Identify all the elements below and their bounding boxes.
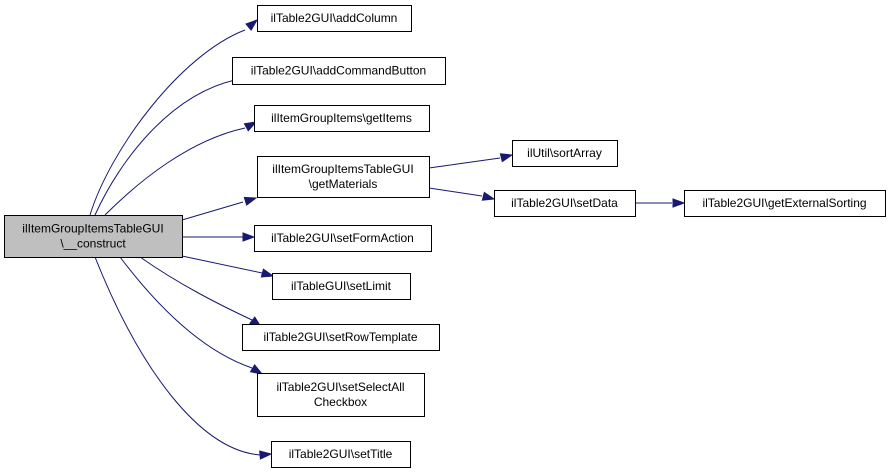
node-box (257, 373, 425, 417)
arrowhead-icon (499, 153, 514, 163)
edge-line (428, 187, 483, 197)
node-box (684, 190, 886, 217)
node-label: ilTable2GUI\setTitle (289, 447, 393, 461)
node-set-form-action[interactable]: ilTable2GUI\setFormAction (254, 225, 432, 252)
edge-line (139, 256, 253, 321)
node-add-command-button[interactable]: ilTable2GUI\addCommandButton (232, 57, 446, 85)
node-get-items[interactable]: ilItemGroupItems\getItems (254, 105, 430, 132)
arrowhead-icon (259, 450, 273, 460)
node-label: ilUtil\sortArray (527, 146, 602, 160)
edge-get-materials-sort-array (428, 153, 514, 169)
node-label: ilItemGroupItems\getItems (271, 111, 412, 125)
edge-set-data-get-external (635, 198, 686, 208)
arrowhead-icon (260, 268, 275, 278)
edge-root-set-form-action (182, 232, 256, 242)
node-label: ilTable2GUI\setFormAction (271, 231, 414, 245)
node-label: ilTable2GUI\addColumn (271, 11, 398, 25)
node-box (4, 215, 183, 258)
node-box (271, 441, 411, 468)
node-add-column[interactable]: ilTable2GUI\addColumn (257, 5, 412, 32)
node-root[interactable]: ilItemGroupItemsTableGUI\__construct (4, 215, 183, 258)
edge-line (181, 201, 244, 221)
node-label: ilTable2GUI\getExternalSorting (702, 196, 866, 210)
arrowhead-icon (243, 196, 258, 206)
edge-get-materials-set-data (428, 187, 496, 201)
node-label: \getMaterials (309, 177, 378, 191)
node-set-data[interactable]: ilTable2GUI\setData (494, 190, 636, 217)
node-label: ilTable2GUI\setSelectAll (276, 380, 404, 394)
nodes-layer: ilItemGroupItemsTableGUI\__constructilTa… (4, 5, 886, 468)
arrowhead-icon (245, 19, 259, 31)
node-label: Checkbox (314, 395, 367, 409)
node-get-external-sorting[interactable]: ilTable2GUI\getExternalSorting (684, 190, 886, 217)
edge-root-set-select-all (119, 256, 264, 375)
arrowhead-icon (249, 364, 264, 375)
edge-root-set-row-template (139, 256, 263, 328)
node-set-limit[interactable]: ilTableGUI\setLimit (272, 273, 411, 300)
edge-root-set-title (94, 256, 273, 460)
arrowhead-icon (672, 198, 686, 208)
edge-line (181, 255, 263, 274)
node-get-materials[interactable]: ilItemGroupItemsTableGUI\getMaterials (257, 156, 430, 198)
edge-line (428, 157, 501, 169)
node-sort-array[interactable]: ilUtil\sortArray (512, 140, 618, 167)
node-label: ilTable2GUI\setData (511, 196, 618, 210)
arrowhead-icon (243, 121, 258, 132)
node-set-row-template[interactable]: ilTable2GUI\setRowTemplate (242, 324, 440, 351)
arrowhead-icon (242, 232, 256, 242)
edge-root-add-command-button (94, 72, 247, 216)
node-box (254, 105, 430, 132)
arrowhead-icon (481, 191, 496, 201)
node-box (257, 5, 412, 32)
node-box (257, 156, 430, 198)
edge-line (89, 29, 246, 216)
node-box (272, 273, 411, 300)
edge-line (104, 127, 246, 216)
node-label: ilItemGroupItemsTableGUI (272, 162, 413, 176)
node-box (494, 190, 636, 217)
edge-root-get-materials (181, 196, 258, 221)
node-box (512, 140, 618, 167)
node-box (242, 324, 440, 351)
node-label: \__construct (60, 237, 126, 251)
edge-line (119, 256, 253, 369)
node-box (232, 57, 446, 85)
node-label: ilTable2GUI\setRowTemplate (263, 330, 417, 344)
node-box (254, 225, 432, 252)
edge-root-get-items (104, 121, 258, 216)
node-label: ilTableGUI\setLimit (291, 279, 392, 293)
node-set-title[interactable]: ilTable2GUI\setTitle (271, 441, 411, 468)
node-label: ilItemGroupItemsTableGUI (22, 222, 163, 236)
node-label: ilTable2GUI\addCommandButton (251, 64, 426, 78)
edge-root-set-limit (181, 255, 275, 278)
edge-line (94, 256, 261, 456)
edge-line (94, 79, 236, 216)
edge-root-add-column (89, 19, 259, 216)
